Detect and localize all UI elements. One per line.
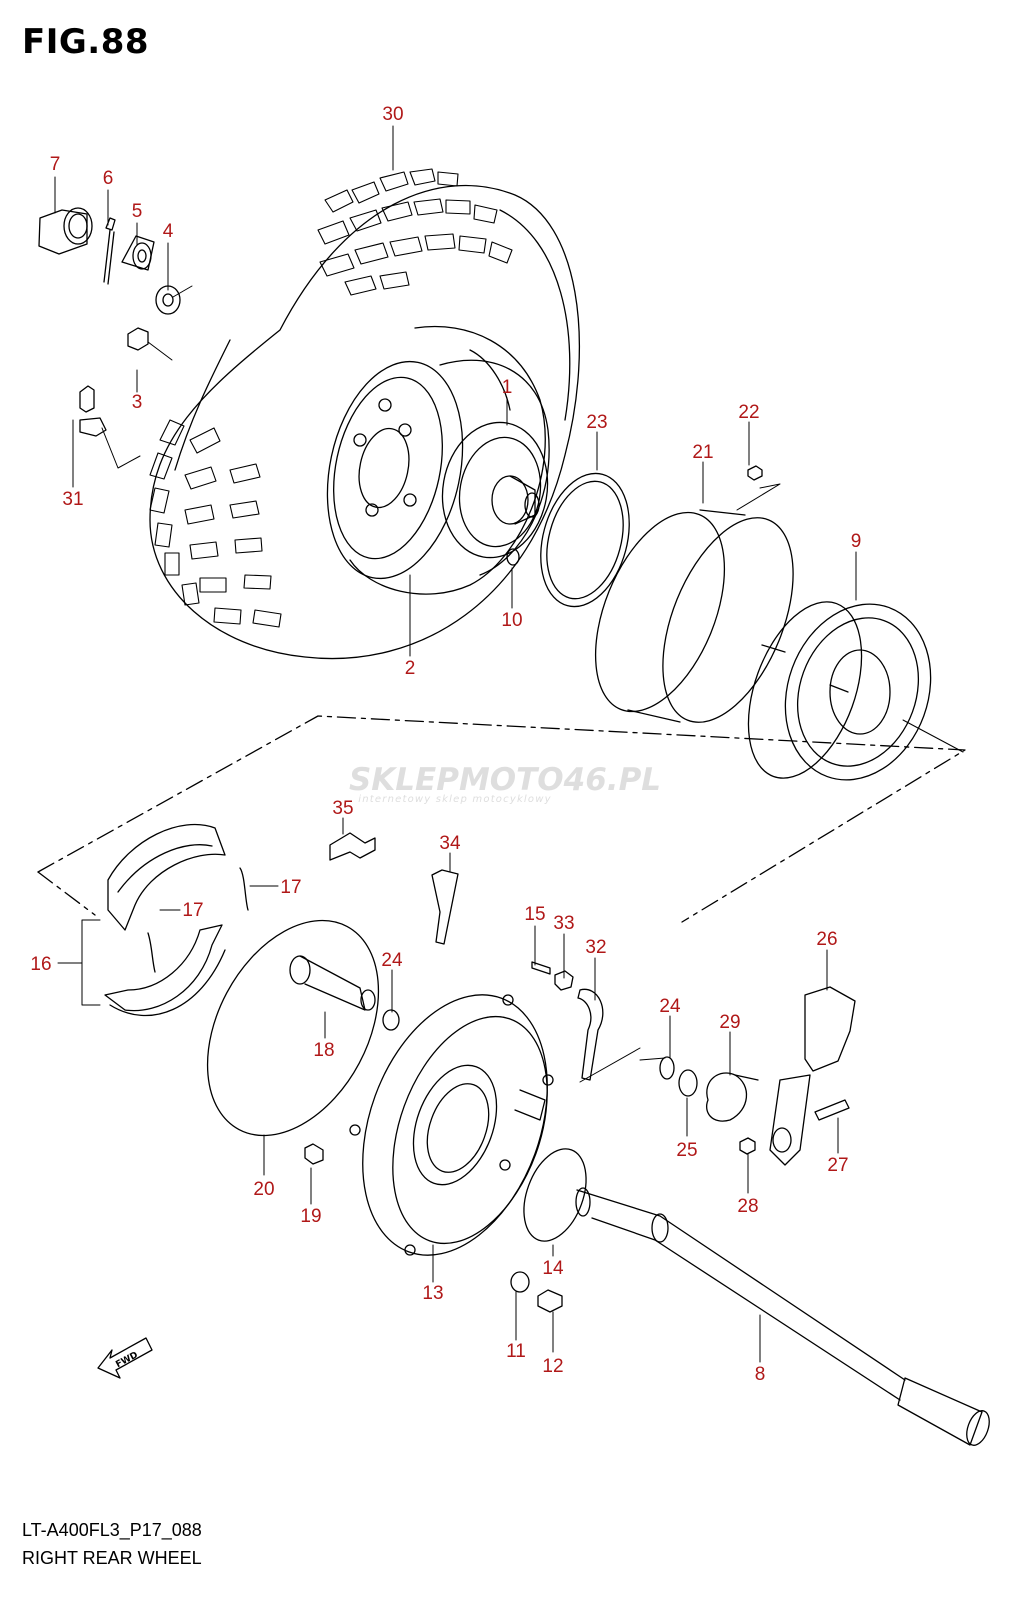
callout-labels: 30 7 6 5 4 3 31 1 23 22 21 9 10 2 35 34 … (30, 104, 861, 1385)
brake-cover (594, 509, 794, 723)
small-bolt (747, 465, 763, 481)
callout-1: 1 (502, 377, 513, 398)
bolt-19 (304, 1143, 324, 1165)
callout-23: 23 (586, 412, 607, 433)
callout-15: 15 (524, 904, 545, 925)
callout-17-upper: 17 (280, 877, 301, 898)
callout-21: 21 (692, 442, 713, 463)
callout-24-left: 24 (381, 950, 403, 971)
callout-11: 11 (506, 1341, 526, 1362)
callout-30: 30 (382, 104, 403, 125)
bolt-12 (537, 1289, 563, 1313)
o-ring-14 (523, 1148, 587, 1242)
callout-24-right: 24 (659, 996, 681, 1017)
callout-19: 19 (300, 1206, 321, 1227)
callout-29: 29 (719, 1012, 740, 1033)
callout-25: 25 (676, 1140, 697, 1161)
leader-lines (54, 125, 964, 1363)
oil-seal-left (382, 1009, 400, 1031)
washer-11 (510, 1271, 530, 1293)
brake-drum (747, 601, 932, 781)
callout-26: 26 (816, 929, 837, 950)
callout-2: 2 (405, 658, 416, 679)
hub-cap (38, 207, 93, 255)
callout-8: 8 (755, 1364, 766, 1385)
hose-32 (577, 988, 604, 1081)
clamp-33 (554, 970, 574, 991)
callout-5: 5 (132, 201, 143, 222)
torsion-spring-29 (706, 1072, 748, 1122)
callout-3: 3 (132, 392, 143, 413)
brake-cam (289, 955, 376, 1011)
callout-32: 32 (585, 937, 606, 958)
spring-upper (239, 867, 249, 911)
castle-nut (121, 235, 155, 271)
brake-shoe-upper (107, 823, 226, 931)
brake-shoe-lower (104, 924, 226, 1017)
o-ring-small (506, 548, 520, 566)
tire (149, 168, 581, 660)
watermark-tagline: internetowy sklep motocyklowy (358, 794, 551, 805)
pin-15 (531, 961, 551, 975)
callout-6: 6 (103, 168, 114, 189)
callout-20: 20 (253, 1179, 274, 1200)
callout-10: 10 (501, 610, 522, 631)
callout-7: 7 (50, 154, 61, 175)
o-ring-large (206, 919, 380, 1137)
watermark: SKLEPMOTO46.PL internetowy sklep motocyk… (349, 762, 661, 805)
callout-13: 13 (422, 1283, 443, 1304)
bolt-27 (814, 1099, 850, 1121)
fwd-arrow-icon: FWD (97, 1337, 153, 1379)
wheel-rim (326, 359, 550, 580)
dashed-frame (37, 715, 966, 923)
callout-31: 31 (62, 489, 83, 510)
wheel-nut (127, 327, 149, 351)
wheel-hub (441, 421, 549, 559)
spring-lower (147, 932, 156, 973)
nut-28 (739, 1137, 756, 1155)
watermark-brand: SKLEPMOTO46.PL (349, 762, 661, 798)
seal-ring (540, 472, 630, 608)
callout-33: 33 (553, 913, 574, 934)
callout-22: 22 (738, 402, 759, 423)
valve-stem (79, 385, 107, 437)
callout-12: 12 (542, 1356, 563, 1377)
section-name: RIGHT REAR WHEEL (22, 1548, 202, 1568)
callout-18: 18 (313, 1040, 334, 1061)
figure-title: FIG.88 (22, 22, 150, 62)
brake-lever-34 (431, 869, 459, 945)
callout-35: 35 (332, 798, 353, 819)
rear-axle (575, 1187, 990, 1446)
callout-4: 4 (163, 221, 174, 242)
callout-14: 14 (542, 1258, 564, 1279)
brake-arm-26 (769, 986, 856, 1166)
model-code: LT-A400FL3_P17_088 (22, 1520, 202, 1540)
clip-35 (329, 832, 376, 861)
oil-seal-right (659, 1056, 675, 1080)
callout-17-lower: 17 (182, 900, 203, 921)
callout-9: 9 (851, 531, 862, 552)
callout-34: 34 (439, 833, 461, 854)
callout-28: 28 (737, 1196, 758, 1217)
callout-27: 27 (827, 1155, 848, 1176)
washer-25 (678, 1069, 698, 1097)
callout-16: 16 (30, 954, 51, 975)
brake-panel (349, 994, 554, 1256)
cotter-pin (103, 217, 116, 285)
